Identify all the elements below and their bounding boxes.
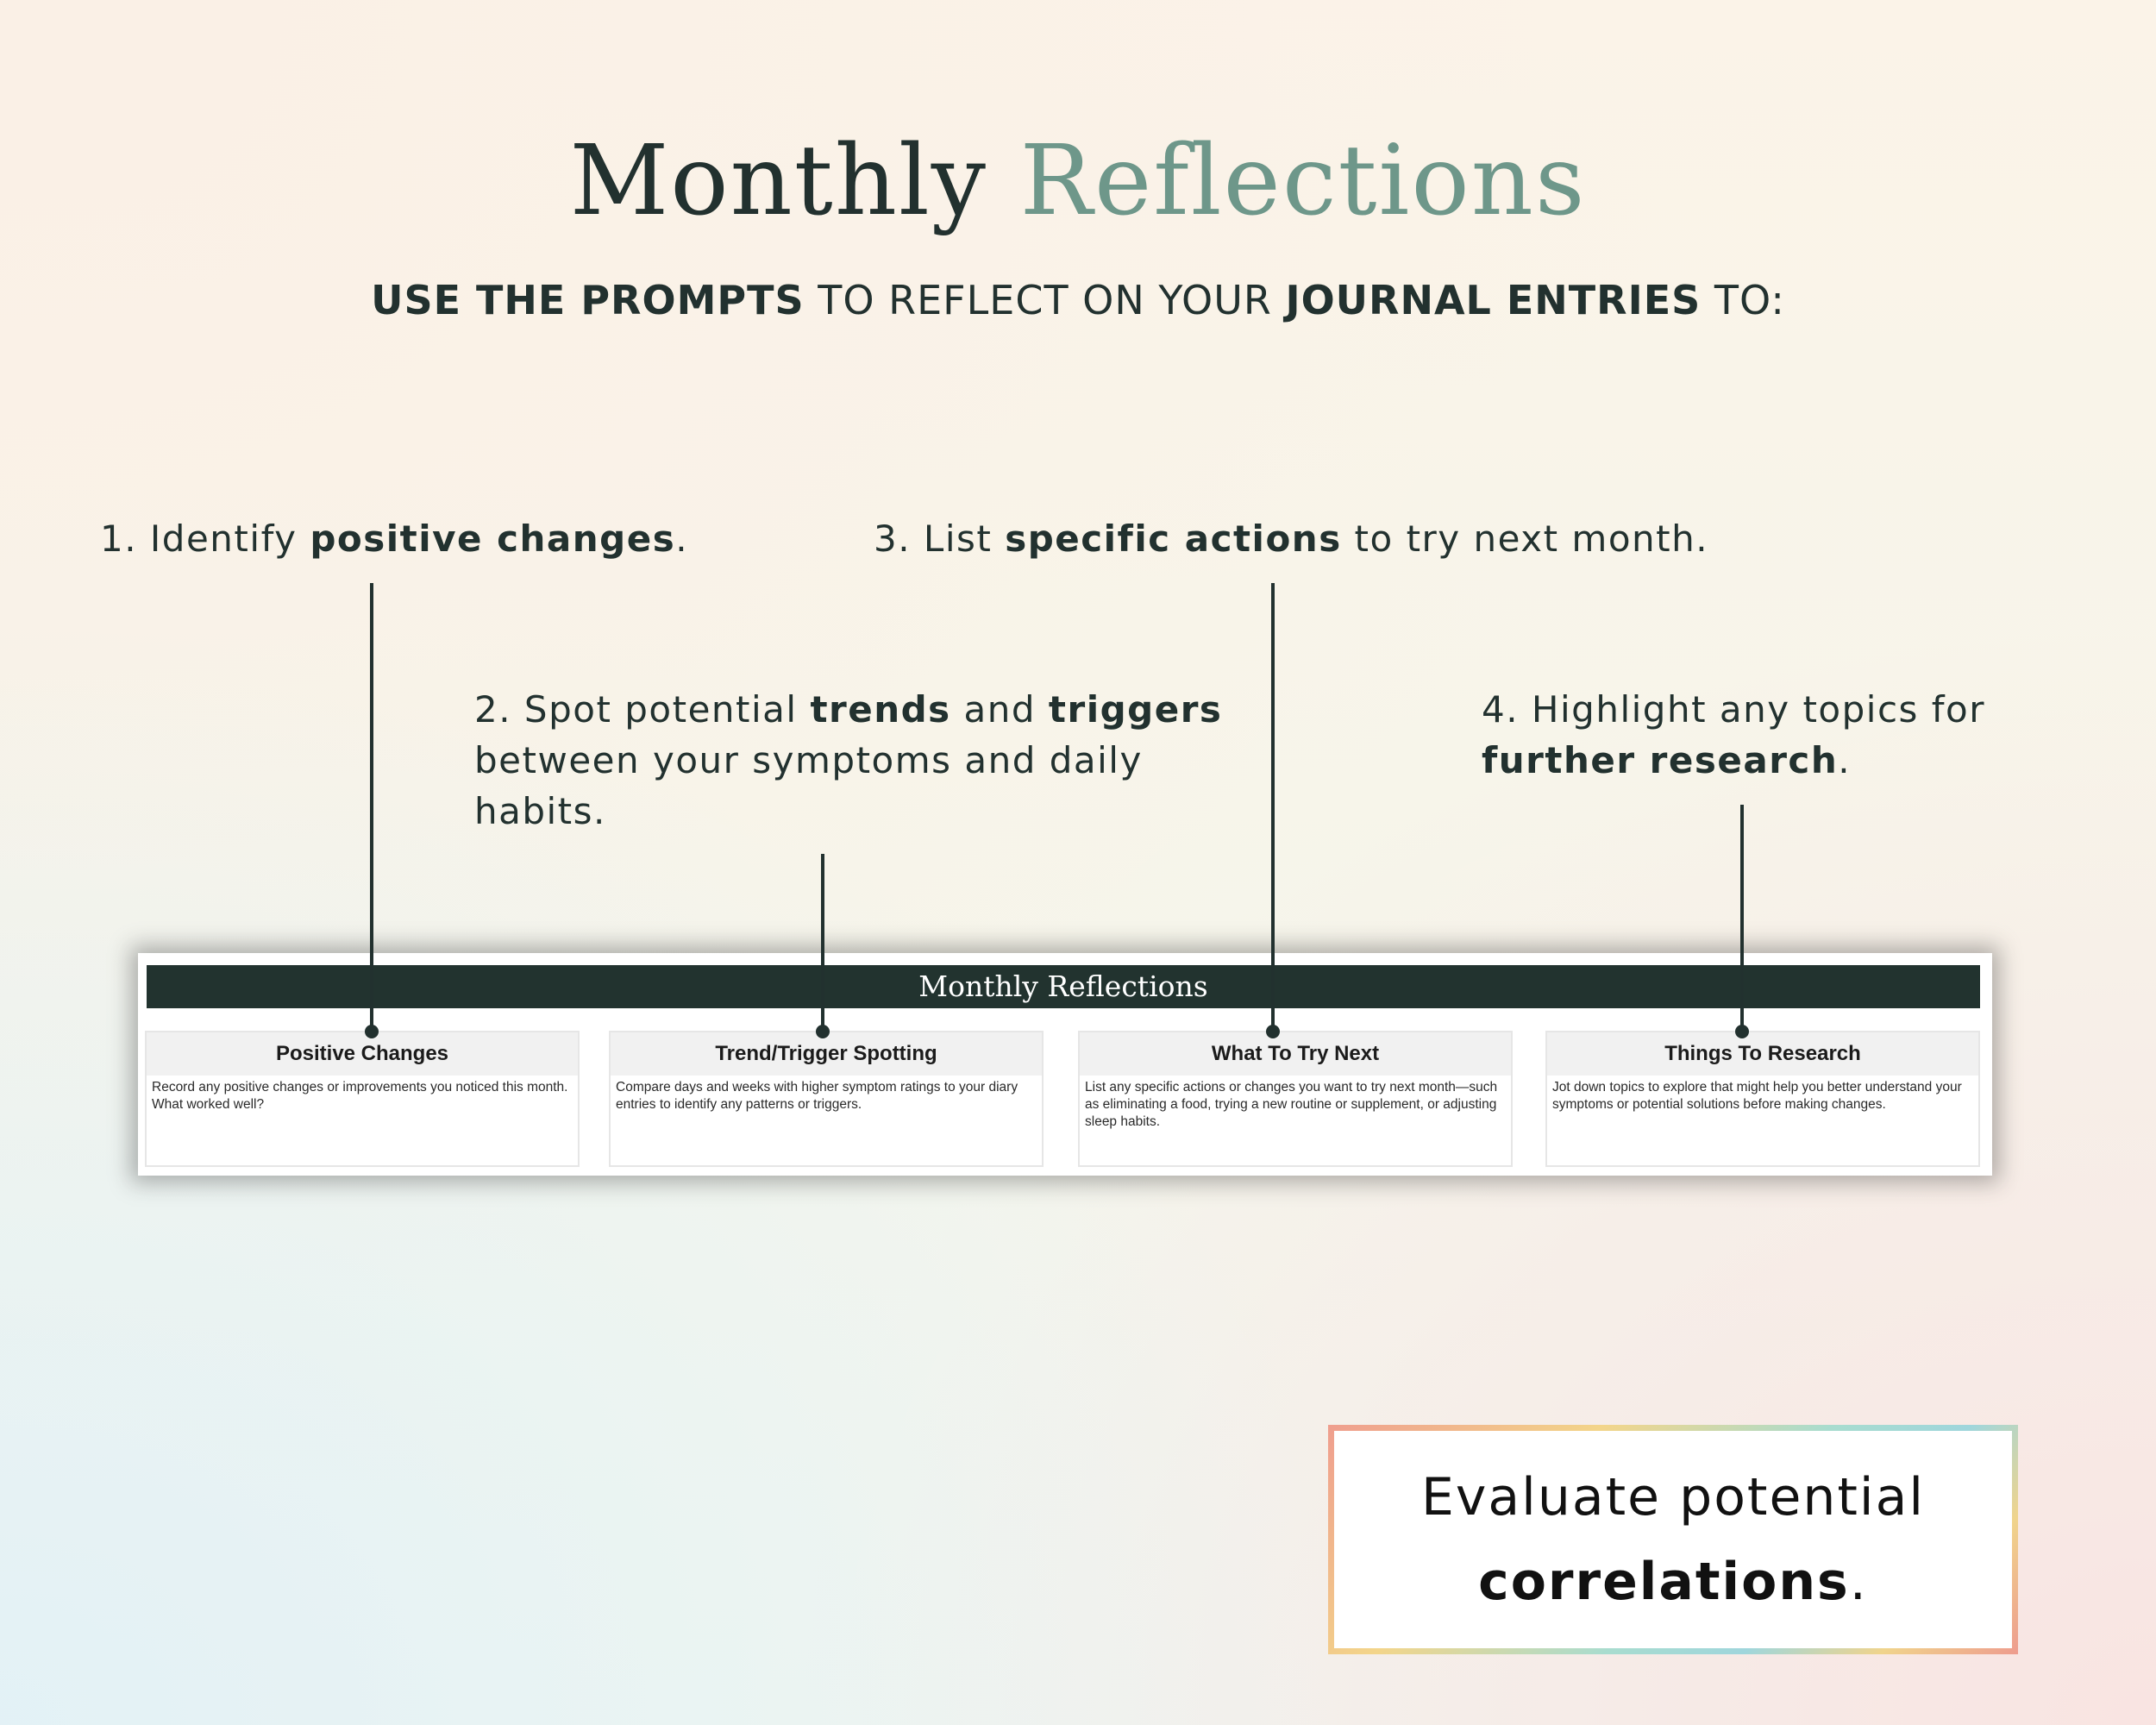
prompt-4-bold: further research [1482,739,1839,781]
prompt-2-pre: 2. Spot potential [474,688,811,731]
card-things-to-research[interactable]: Things To Research Jot down topics to ex… [1545,1031,1980,1167]
subtitle-bold-prompts: USE THE PROMPTS [371,277,805,323]
card-description: Jot down topics to explore that might he… [1552,1080,1962,1112]
prompt-1-pre: 1. Identify [100,518,310,560]
evaluate-line-2: correlations. [1334,1540,2012,1624]
subtitle-text-reflect: TO REFLECT ON YOUR [804,277,1286,323]
prompt-4-pre: 4. Highlight any topics for [1482,688,1986,731]
connector-line-what-to-try [1266,583,1280,1038]
card-description: Compare days and weeks with higher sympt… [616,1080,1018,1112]
panel-header: Monthly Reflections [147,965,1980,1008]
connector-dot [1735,1025,1749,1038]
page-subtitle: USE THE PROMPTS TO REFLECT ON YOUR JOURN… [0,274,2156,326]
prompt-4-post: . [1838,739,1852,781]
card-title: Trend/Trigger Spotting [611,1032,1042,1076]
connector-dot [816,1025,830,1038]
page-title: Monthly Reflections [0,121,2156,242]
prompt-positive-changes: 1. Identify positive changes. [100,513,721,564]
card-description: Record any positive changes or improveme… [152,1080,568,1112]
prompt-1-bold: positive changes [310,518,676,560]
connector-line-positive-changes [365,583,379,1038]
card-title: What To Try Next [1080,1032,1511,1076]
connector-line-trend-trigger [816,854,830,1038]
card-positive-changes[interactable]: Positive Changes Record any positive cha… [145,1031,580,1167]
prompt-3-post: to try next month. [1341,518,1709,560]
subtitle-text-to: TO: [1701,277,1785,323]
prompt-specific-actions: 3. List specific actions to try next mon… [874,513,1736,564]
title-part-reflections: Reflections [1019,125,1587,237]
card-description: List any specific actions or changes you… [1085,1080,1498,1129]
monthly-reflections-panel: Monthly Reflections Positive Changes Rec… [138,953,1992,1176]
prompt-3-pre: 3. List [874,518,1006,560]
prompt-2-bold: trends [810,688,951,731]
prompt-2-bold2: triggers [1048,688,1223,731]
prompt-1-post: . [675,518,689,560]
evaluate-period: . [1849,1552,1868,1612]
connector-line-things-to-research [1735,805,1749,1038]
card-title: Positive Changes [147,1032,578,1076]
prompt-further-research: 4. Highlight any topics for further rese… [1482,684,2051,786]
prompt-3-bold: specific actions [1005,518,1342,560]
subtitle-bold-journal: JOURNAL ENTRIES [1285,277,1702,323]
evaluate-line-1: Evaluate potential [1420,1467,1926,1527]
card-what-to-try-next[interactable]: What To Try Next List any specific actio… [1078,1031,1513,1167]
evaluate-callout-box: Evaluate potential correlations. [1328,1425,2018,1654]
prompt-2-post: between your symptoms and daily habits. [474,739,1143,832]
prompt-2-mid: and [950,688,1049,731]
evaluate-bold: correlations [1478,1552,1850,1612]
title-part-monthly: Monthly [569,125,988,237]
prompt-trends-triggers: 2. Spot potential trends and triggers be… [474,684,1250,837]
card-trend-trigger-spotting[interactable]: Trend/Trigger Spotting Compare days and … [609,1031,1044,1167]
connector-dot [365,1025,379,1038]
card-title: Things To Research [1547,1032,1978,1076]
connector-dot [1266,1025,1280,1038]
evaluate-callout-content: Evaluate potential correlations. [1334,1431,2012,1648]
